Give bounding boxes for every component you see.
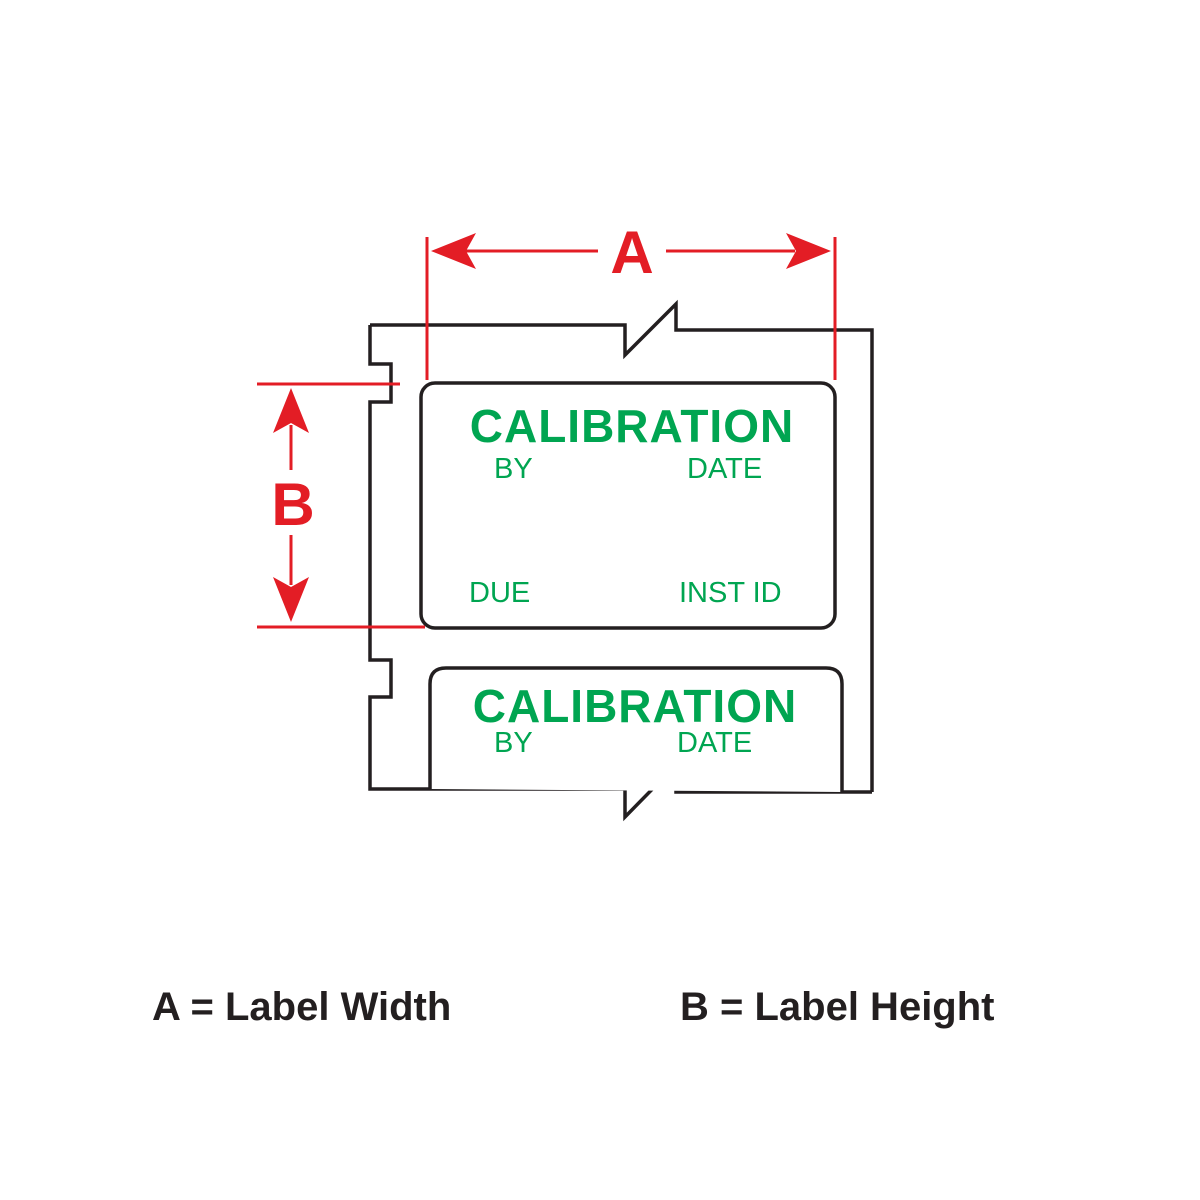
legend-label-width: A = Label Width: [152, 985, 452, 1029]
label-2-field-by: BY: [494, 727, 533, 759]
dimension-b-arrow-up: [273, 388, 309, 433]
dimension-b-letter: B: [271, 471, 314, 538]
dimension-b: B: [257, 382, 425, 629]
label-1-outline: [419, 381, 837, 630]
dimension-a: A: [425, 219, 837, 380]
dimension-a-arrow-right: [786, 233, 831, 269]
label-2-outline: [428, 666, 844, 792]
label-1-field-inst-id: INST ID: [679, 577, 782, 609]
dimension-a-arrow-left: [431, 233, 476, 269]
label-1-title: CALIBRATION: [470, 400, 794, 452]
legend-label-height: B = Label Height: [680, 985, 995, 1029]
dimension-b-arrow-down: [273, 577, 309, 622]
label-2-title: CALIBRATION: [473, 680, 797, 732]
label-1-field-date: DATE: [687, 453, 762, 485]
label-2-field-date: DATE: [677, 727, 752, 759]
label-1-field-due: DUE: [469, 577, 530, 609]
label-1-field-by: BY: [494, 453, 533, 485]
dimension-a-letter: A: [610, 219, 653, 286]
